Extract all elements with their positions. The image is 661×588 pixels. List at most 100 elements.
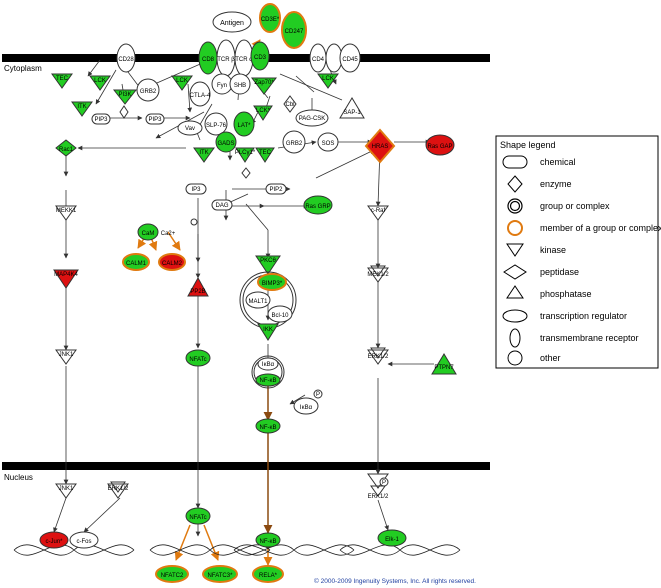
bcl10-node[interactable] [267,305,293,323]
pip2-node[interactable] [265,183,287,195]
pi3k-enzyme-node[interactable] [119,105,129,119]
plcy-enzyme-node[interactable] [241,167,251,179]
malt1-label: MALT1 [249,299,269,305]
nuclear-membrane [2,462,490,470]
sos-node[interactable] [317,132,339,152]
mek12-node[interactable] [367,267,389,283]
ctla4-node[interactable] [189,81,211,107]
rela-label: RELA* [259,573,278,579]
cd3-node[interactable] [250,41,270,71]
legend-peptidase-icon [503,264,527,280]
mekk1-label: MEKK1 [56,208,77,214]
plcy-node[interactable] [235,147,255,163]
rac1-node[interactable] [55,139,77,157]
ca2-node[interactable] [190,218,198,226]
map4-node[interactable] [53,269,79,289]
legend-item-peptidase: peptidase [540,267,579,277]
rasgap-node[interactable] [425,134,455,156]
pi3k-node[interactable] [112,89,138,105]
lck-mid-node[interactable] [171,75,193,91]
mekk1-node[interactable] [55,205,77,221]
pip3-a-node[interactable] [91,113,111,125]
erk12-c-label: ERK1/2 [368,494,389,500]
legend-item-group: group or complex [540,201,610,211]
calm2-node[interactable] [158,253,186,271]
dag-node[interactable] [211,199,233,211]
rasgrp-node[interactable] [303,195,333,215]
phospho-badge-b-label: P [382,480,386,486]
jnk1-b-node[interactable] [55,483,77,499]
ip3-node[interactable] [185,183,207,195]
cd247-node[interactable] [281,11,307,49]
slp76-node[interactable] [204,112,228,136]
cd28-node[interactable] [116,43,136,73]
vav-node[interactable] [177,120,203,136]
nfatc-a-node[interactable] [185,349,211,367]
sos-label: SOS [322,141,335,147]
phospho-badge-b [379,477,389,487]
rela-node[interactable] [252,565,284,583]
gads-label: GADS [217,141,234,147]
pag-csk-node[interactable] [295,109,329,127]
antigen-node[interactable] [212,11,252,33]
pp2b-node[interactable] [187,276,209,297]
nfkb-c-node[interactable] [255,532,281,548]
ptpn7-node[interactable] [431,353,457,375]
zap70-node[interactable] [251,77,277,95]
ikba-p-node[interactable] [293,397,319,415]
tec-left-node[interactable] [51,73,73,89]
sap1-node[interactable] [339,97,365,119]
calm1-node[interactable] [122,253,150,271]
legend-item-phosphatase: phosphatase [540,289,592,299]
erk12-a-node[interactable] [367,349,389,365]
shb-label: SHB [234,83,246,89]
elk1-node[interactable] [377,529,407,547]
lat-node[interactable] [233,111,255,137]
cd3e-node[interactable] [259,3,281,33]
vav-label: Vav [185,126,195,132]
itk-mid-node[interactable] [193,147,215,163]
nfkb-b-node[interactable] [255,418,281,434]
pkcq-node[interactable] [255,255,281,275]
tec-mid-node[interactable] [255,147,275,163]
ikk-node[interactable] [257,323,279,341]
malt1-node[interactable] [245,291,271,309]
cd28-label: CD28 [118,57,134,63]
zap70-label: Zap70* [254,80,274,86]
cd45-node[interactable] [339,43,361,73]
nfkb-b-label: NF-κB [260,425,277,431]
legend-item-chemical: chemical [540,157,576,167]
bimp3-node[interactable] [257,273,287,291]
ca2-label: Ca2+ [161,231,176,237]
hras-node[interactable] [364,128,396,164]
gads-node[interactable] [215,131,237,153]
ctla4-label: CTLA-4 [190,93,211,99]
ikba-node[interactable] [257,357,279,371]
cjun-node[interactable] [39,531,69,549]
itk-left-node[interactable] [71,101,93,117]
legend-title: Shape legend [500,140,556,150]
pip3-b-label: PIP3 [148,117,162,123]
nfatc3-node[interactable] [202,565,238,583]
shb-node[interactable] [229,73,251,95]
erk12-b-node[interactable] [107,483,129,499]
cbl-node[interactable] [283,95,297,113]
lck-star-node[interactable] [253,105,273,121]
cam-node[interactable] [137,223,159,241]
ip3-label: IP3 [191,187,201,193]
jnk1-b-label: JNK1 [59,486,74,492]
nfatc2-node[interactable] [155,565,189,583]
nfkb-a-node[interactable] [255,373,281,387]
cd45-label: CD45 [342,57,358,63]
lck-left-node[interactable] [89,75,111,91]
pip3-b-node[interactable] [145,113,165,125]
grb2-left-node[interactable] [136,78,160,102]
ikba-complex-node[interactable] [251,355,285,389]
craf-node[interactable] [367,205,389,221]
grb2-mid-node[interactable] [282,130,306,154]
lck-right-node[interactable] [317,73,339,89]
cfos-node[interactable] [69,531,99,549]
jnk1-a-node[interactable] [55,349,77,365]
nfatc-b-node[interactable] [185,507,211,525]
